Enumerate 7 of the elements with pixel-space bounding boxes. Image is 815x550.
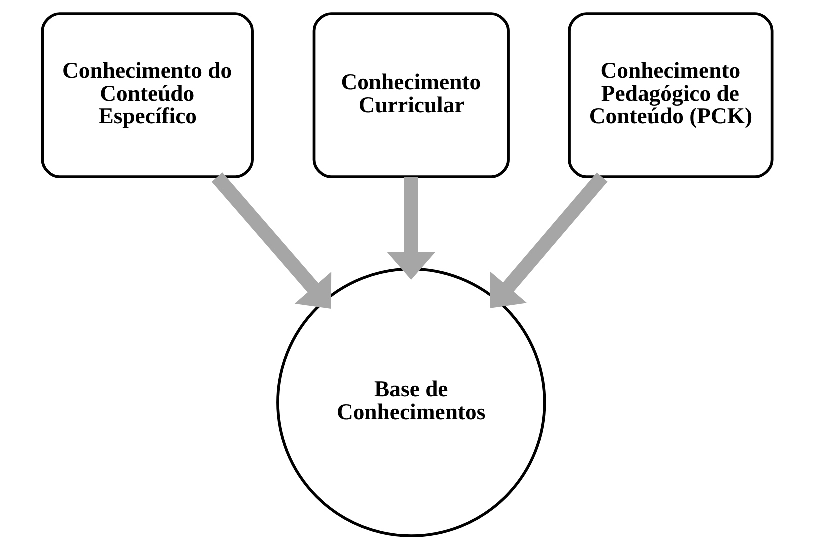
node-box: Conhecimento Curricular [312, 12, 510, 178]
arrow [212, 172, 332, 309]
arrow [387, 177, 436, 280]
node-circle: Base de Conhecimentos [276, 268, 546, 538]
node-box: Conhecimento Pedagógico de Conteúdo (PCK) [568, 12, 774, 178]
node-box: Conhecimento do Conteúdo Específico [41, 12, 254, 178]
arrow [490, 172, 608, 308]
